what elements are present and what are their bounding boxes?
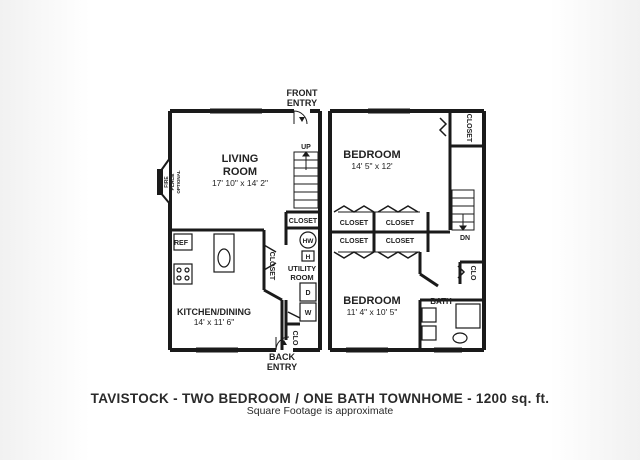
living-room-name-2: ROOM bbox=[223, 166, 257, 178]
living-closet-label: CLOSET bbox=[289, 218, 318, 225]
kitchen-dims: 14' x 11' 6" bbox=[194, 317, 235, 327]
ref-label: REF bbox=[174, 240, 189, 247]
washer-label: W bbox=[305, 310, 312, 317]
kitchen-closet-label: CLOSET bbox=[268, 252, 275, 281]
bedroom-1-name: BEDROOM bbox=[343, 149, 400, 161]
closet-label-1: CLOSET bbox=[340, 220, 369, 227]
hall-clo-label: CLO bbox=[469, 266, 476, 281]
front-entry-arrow bbox=[299, 117, 305, 122]
stairs-down-label: DN bbox=[460, 235, 470, 242]
back-door bbox=[275, 336, 290, 351]
kitchen-name: KITCHEN/DINING bbox=[177, 307, 251, 317]
stairs-up-label: UP bbox=[301, 144, 311, 151]
front-door bbox=[293, 110, 308, 125]
front-entry-label-1: FRONT bbox=[287, 88, 318, 98]
fireplace bbox=[157, 154, 171, 207]
utility-fixtures bbox=[299, 231, 317, 322]
back-entry-label-2: ENTRY bbox=[267, 362, 297, 372]
utility-room-name-1: UTILITY bbox=[288, 264, 316, 273]
stairs-down bbox=[451, 189, 475, 231]
bath-name: BATH bbox=[430, 297, 452, 306]
bedroom-2-name: BEDROOM bbox=[343, 295, 400, 307]
stairs-up bbox=[293, 151, 319, 209]
bedroom-closet-doors bbox=[333, 117, 466, 279]
closet-doors bbox=[263, 244, 301, 319]
fireplace-label-2: PLACE bbox=[170, 173, 176, 191]
hw-label: HW bbox=[303, 238, 315, 245]
front-entry-label-2: ENTRY bbox=[287, 98, 317, 108]
right-shadow bbox=[550, 0, 640, 460]
closet-label-2: CLOSET bbox=[386, 220, 415, 227]
kitchen-fixtures bbox=[173, 233, 235, 285]
first-floor bbox=[157, 108, 322, 353]
h-label: H bbox=[306, 254, 311, 261]
living-room-name-1: LIVING bbox=[222, 153, 259, 165]
second-floor-windows bbox=[346, 108, 462, 353]
bedroom-2-dims: 11' 4" x 10' 5" bbox=[347, 307, 398, 317]
back-entry-arrow bbox=[281, 340, 287, 345]
dryer-label: D bbox=[305, 290, 310, 297]
fireplace-label-3: OPTIONAL bbox=[176, 170, 181, 194]
back-clo-label: CLO bbox=[291, 331, 298, 346]
left-shadow bbox=[0, 0, 90, 460]
bath-fixtures bbox=[421, 303, 481, 344]
second-floor bbox=[328, 108, 486, 353]
first-floor-interior-walls bbox=[170, 210, 320, 350]
living-room-dims: 17' 10" x 14' 2" bbox=[212, 178, 268, 188]
plan-subtitle: Square Footage is approximate bbox=[246, 405, 394, 417]
plan-title: TAVISTOCK - TWO BEDROOM / ONE BATH TOWNH… bbox=[90, 391, 550, 406]
closet-label-3: CLOSET bbox=[340, 238, 369, 245]
first-floor-windows bbox=[196, 108, 262, 353]
second-floor-interior-walls bbox=[330, 111, 484, 350]
back-entry-label-1: BACK bbox=[269, 352, 295, 362]
bedroom-1-dims: 14' 5" x 12' bbox=[351, 161, 393, 171]
closet-label-4: CLOSET bbox=[386, 238, 415, 245]
bedroom-1-closet-label: CLOSET bbox=[465, 114, 472, 143]
utility-room-name-2: ROOM bbox=[290, 273, 313, 282]
fireplace-label-1: FIRE bbox=[164, 176, 170, 188]
